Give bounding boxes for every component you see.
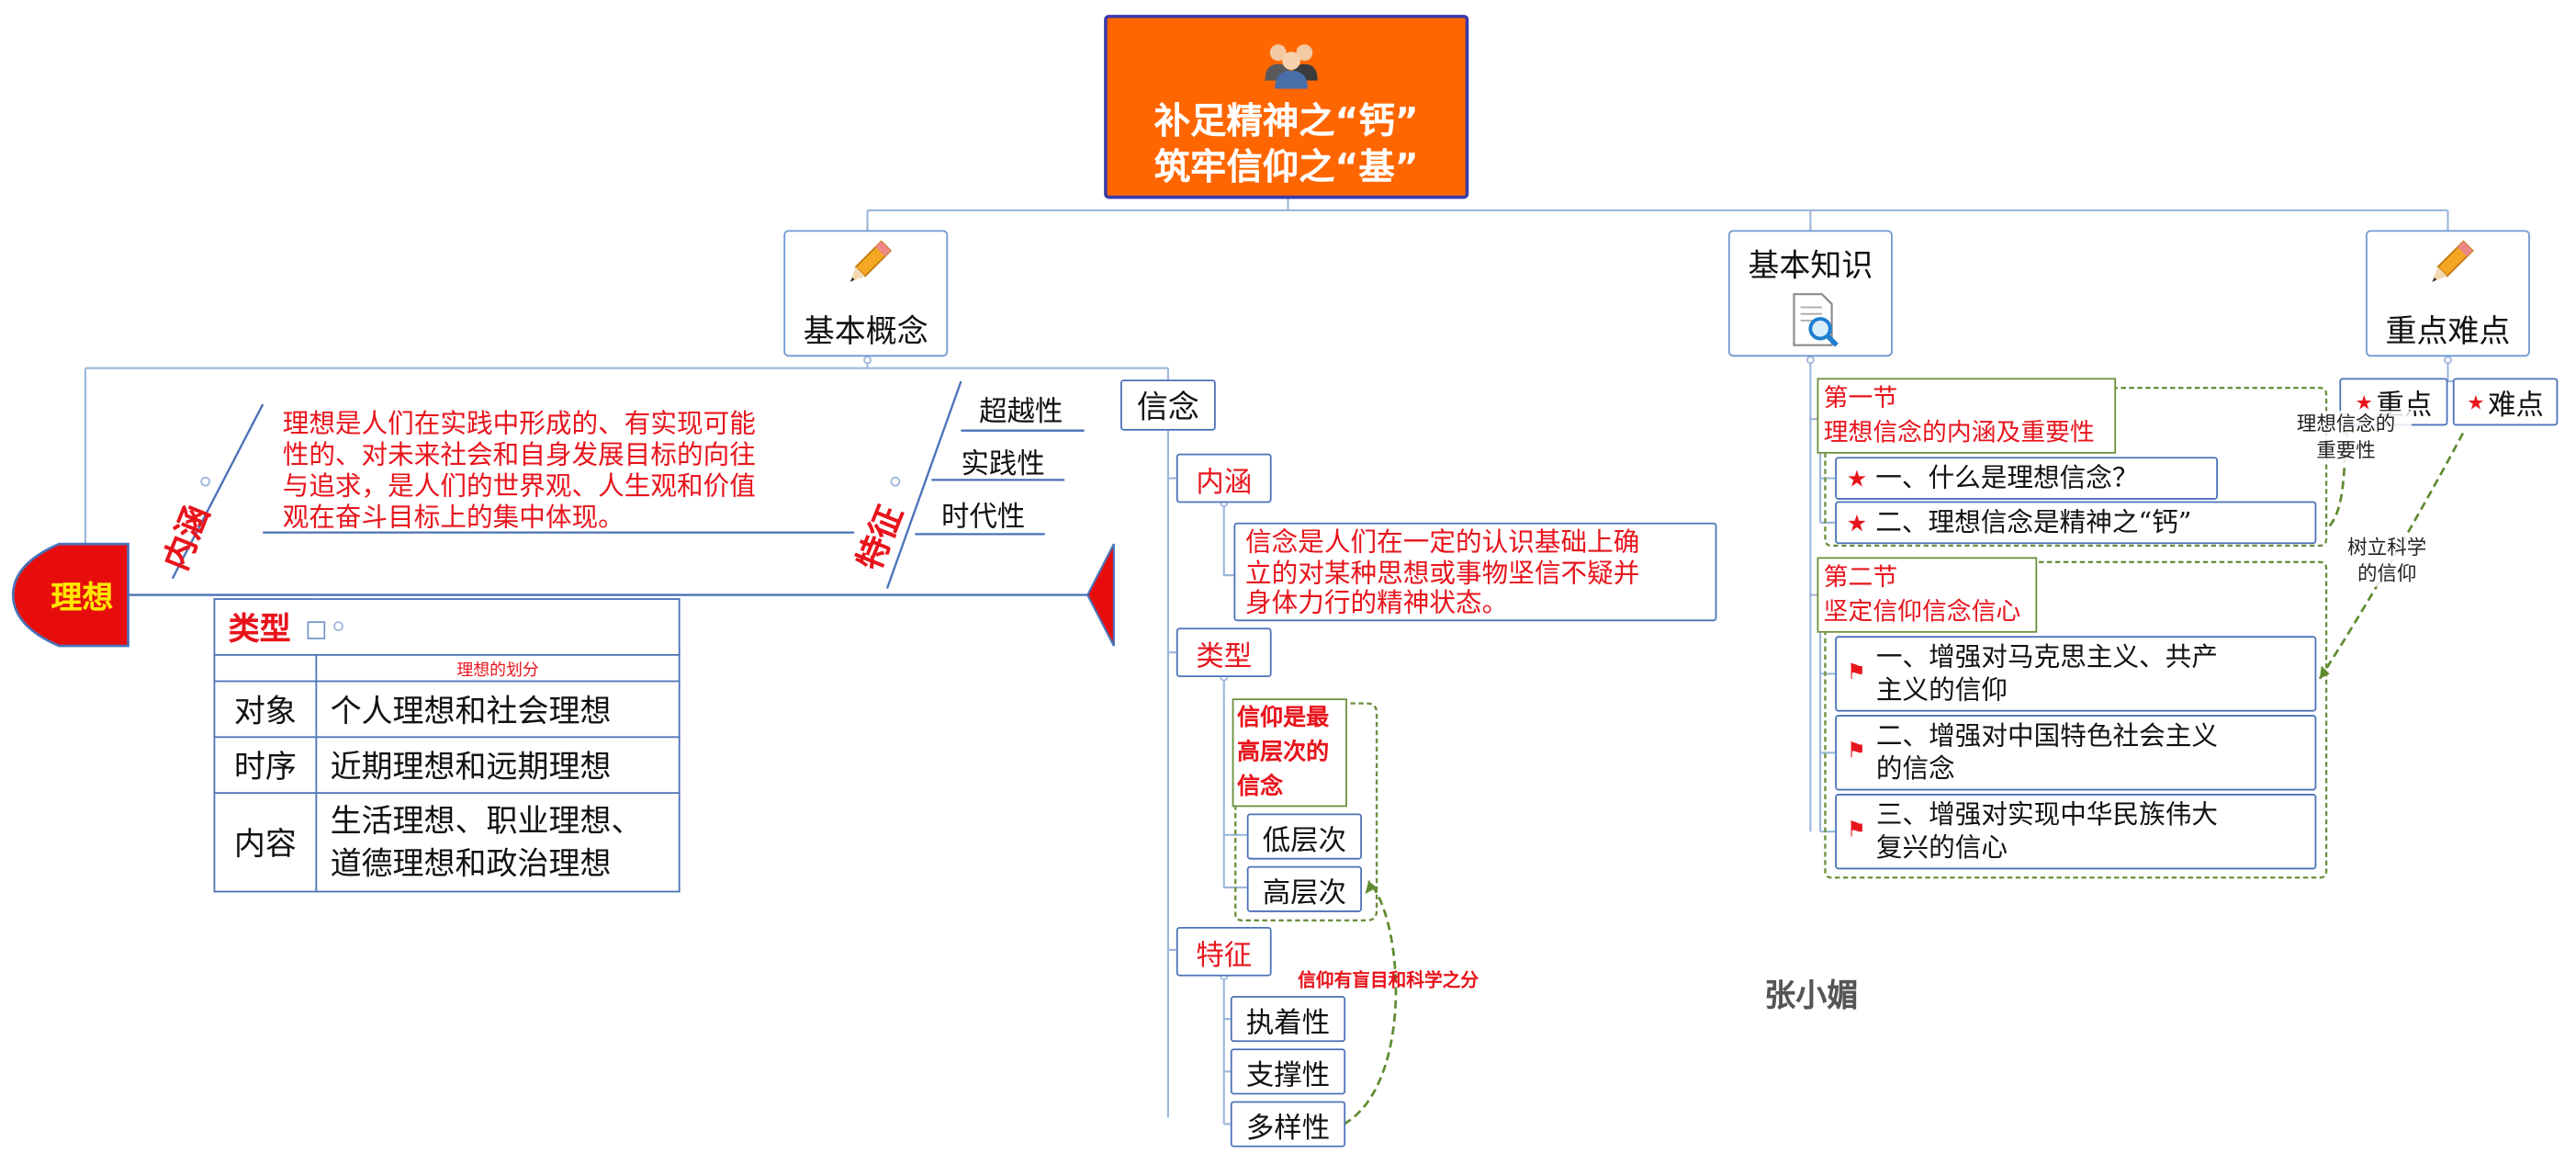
- belief-definition-line: 身体力行的精神状态。: [1244, 586, 1509, 618]
- ideal-types-value-line: 道德理想和政治理想: [330, 845, 612, 882]
- ideal-feature-item[interactable]: 超越性: [979, 396, 1063, 429]
- belief-definition-line: 信念是人们在一定的认识基础上确: [1244, 525, 1640, 558]
- belief-definition-line: 立的对某种思想或事物坚信不疑并: [1244, 556, 1640, 588]
- branch-key-difficult-label: 重点难点: [2385, 313, 2511, 351]
- ideal-definition-line: 理想是人们在实践中形成的、有实现可能: [282, 407, 756, 439]
- difficult-point-note-line: 的信仰: [2357, 561, 2417, 585]
- belief-feature-item[interactable]: 多样性: [1230, 1101, 1346, 1147]
- ideal-types-title[interactable]: 类型: [228, 611, 291, 648]
- belief-feature-item[interactable]: 支撑性: [1230, 1048, 1346, 1095]
- section1-subtitle: 理想信念的内涵及重要性: [1823, 417, 2095, 447]
- difficult-point-label: 难点: [2488, 389, 2544, 423]
- section2-item-line: 的信念: [1875, 752, 1955, 785]
- belief-highest-box[interactable]: 信仰是最 高层次的 信念: [1232, 698, 1347, 808]
- key-point-note: 理想信念的 重要性: [2279, 411, 2413, 464]
- belief-node[interactable]: 信念: [1120, 379, 1216, 431]
- document-search-icon: [1789, 291, 1841, 350]
- belief-level-high[interactable]: 高层次: [1246, 865, 1362, 912]
- key-point-note-line: 理想信念的: [2296, 412, 2396, 436]
- belief-definition-box: 信念是人们在一定的认识基础上确 立的对某种思想或事物坚信不疑并 身体力行的精神状…: [1233, 522, 1717, 622]
- belief-feature-item[interactable]: 执着性: [1230, 996, 1346, 1043]
- section2-header[interactable]: 第二节 坚定信仰信念信心: [1817, 557, 2038, 633]
- section1-item[interactable]: ★ 二、理想信念是精神之“钙”: [1835, 501, 2317, 545]
- section1-item-text: 二、理想信念是精神之“钙”: [1875, 505, 2192, 537]
- ideal-types-value-line: 生活理想、职业理想、: [330, 802, 643, 840]
- ideal-definition-line: 性的、对未来社会和自身发展目标的向往: [282, 438, 756, 470]
- section2-item[interactable]: ⚑ 二、增强对中国特色社会主义 的信念: [1835, 715, 2317, 791]
- key-point-note-line: 重要性: [2316, 438, 2376, 462]
- belief-features-node[interactable]: 特征: [1176, 926, 1272, 977]
- branch-basic-concept-label: 基本概念: [803, 313, 928, 351]
- ideal-types-caption: 理想的划分: [315, 653, 681, 683]
- section2-item[interactable]: ⚑ 一、增强对马克思主义、共产 主义的信仰: [1835, 636, 2317, 712]
- note-icon: [307, 621, 326, 639]
- ideal-types-key: 对象: [213, 680, 318, 739]
- belief-highest-line: 信念: [1237, 774, 1284, 801]
- ideal-end-left: [11, 542, 129, 648]
- ideal-definition-line: 观在奋斗目标上的集中体现。: [282, 501, 624, 533]
- star-icon: ★: [2467, 390, 2485, 413]
- ideal-types-value-multi: 生活理想、职业理想、 道德理想和政治理想: [315, 792, 681, 893]
- branch-key-difficult[interactable]: 重点难点: [2366, 230, 2530, 357]
- section2-item-line: 主义的信仰: [1875, 673, 2008, 706]
- section1-title: 第一节: [1823, 382, 1898, 413]
- ideal-types-value: 近期理想和远期理想: [315, 736, 681, 795]
- faith-note: 信仰有盲目和科学之分: [1298, 969, 1479, 991]
- section2-title: 第二节: [1823, 561, 1898, 593]
- belief-types-node[interactable]: 类型: [1176, 627, 1272, 678]
- section2-item-line: 三、增强对实现中华民族伟大: [1875, 798, 2219, 831]
- root-node[interactable]: 补足精神之“钙” 筑牢信仰之“基”: [1104, 15, 1469, 199]
- belief-level-low[interactable]: 低层次: [1246, 813, 1362, 860]
- flag-icon: ⚑: [1846, 740, 1866, 764]
- difficult-point-node[interactable]: ★ 难点: [2452, 378, 2559, 426]
- section1-item[interactable]: ★ 一、什么是理想信念？: [1835, 457, 2219, 500]
- difficult-point-note: 树立科学 的信仰: [2333, 534, 2442, 587]
- star-icon: ★: [1846, 467, 1868, 493]
- ideal-definition-line: 与追求，是人们的世界观、人生观和价值: [282, 469, 756, 502]
- ideal-types-key: 内容: [213, 792, 318, 893]
- ideal-feature-item[interactable]: 实践性: [961, 448, 1045, 482]
- section2-item-line: 复兴的信心: [1875, 831, 2008, 864]
- section2-item-line: 一、增强对马克思主义、共产: [1875, 640, 2219, 672]
- section1-item-text: 一、什么是理想信念？: [1875, 461, 2139, 493]
- root-title-line1: 补足精神之“钙”: [1153, 101, 1419, 143]
- branch-basic-knowledge-label: 基本知识: [1748, 248, 1873, 285]
- ideal-end-right: [1086, 543, 1115, 647]
- pencil-icon: [841, 238, 894, 290]
- section2-subtitle: 坚定信仰信念信心: [1823, 596, 2021, 627]
- ideal-definition: 理想是人们在实践中形成的、有实现可能 性的、对未来社会和自身发展目标的向往 与追…: [283, 408, 841, 533]
- ideal-head-label[interactable]: 理想: [51, 580, 114, 616]
- flag-icon: ⚑: [1846, 661, 1866, 685]
- section1-header[interactable]: 第一节 理想信念的内涵及重要性: [1817, 378, 2117, 454]
- section2-item[interactable]: ⚑ 三、增强对实现中华民族伟大 复兴的信心: [1835, 794, 2317, 870]
- root-title-line2: 筑牢信仰之“基”: [1153, 148, 1419, 189]
- section2-item-line: 二、增强对中国特色社会主义: [1875, 719, 2219, 752]
- star-icon: ★: [2355, 390, 2373, 413]
- star-icon: ★: [1846, 511, 1868, 537]
- ideal-types-key: 时序: [213, 736, 318, 795]
- flag-icon: ⚑: [1846, 818, 1866, 843]
- belief-highest-line: 高层次的: [1237, 740, 1330, 766]
- belief-highest-line: 信仰是最: [1237, 705, 1330, 732]
- people-icon: [1262, 38, 1321, 90]
- ideal-types-table: 类型 理想的划分 对象 个人理想和社会理想 时序 近期理想和远期理想 内容 生活…: [213, 598, 681, 893]
- branch-basic-knowledge[interactable]: 基本知识: [1727, 230, 1893, 357]
- branch-basic-concept[interactable]: 基本概念: [783, 230, 949, 357]
- ideal-types-value: 个人理想和社会理想: [315, 680, 681, 739]
- ideal-feature-item[interactable]: 时代性: [941, 501, 1026, 535]
- pencil-icon: [2424, 238, 2476, 290]
- author-label: 张小媚: [1764, 978, 1859, 1014]
- belief-neihan-node[interactable]: 内涵: [1176, 453, 1272, 503]
- difficult-point-note-line: 树立科学: [2347, 536, 2427, 559]
